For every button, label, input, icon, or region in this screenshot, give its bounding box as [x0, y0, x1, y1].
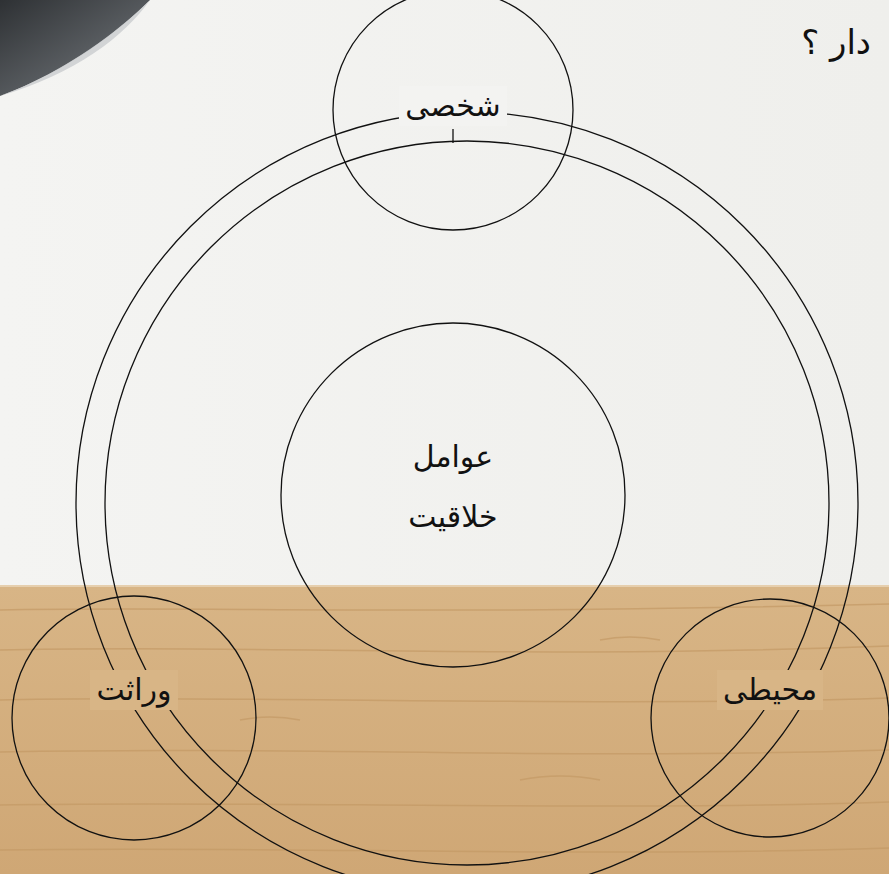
circle-label: عوامل خلاقیت — [372, 427, 534, 547]
wood-grain — [0, 604, 889, 852]
circle-outline — [11, 595, 257, 841]
circle-outline — [650, 598, 889, 838]
circle-label: وراثت — [90, 670, 177, 710]
heredity-circle: وراثت — [11, 595, 257, 841]
wood-table — [0, 586, 889, 874]
center-circle: عوامل خلاقیت — [280, 322, 626, 668]
circle-shape — [281, 323, 625, 667]
personal-circle: شخصی — [332, 0, 574, 231]
circle-shape — [333, 0, 573, 230]
circle-label: شخصی — [399, 86, 507, 126]
environment-circle: محیطی — [650, 598, 889, 838]
circle-shape — [651, 599, 889, 837]
lamp-shade — [0, 0, 150, 96]
circle-label: محیطی — [717, 670, 823, 710]
lamp-rim — [0, 0, 150, 96]
title-fragment: دار ؟ — [801, 22, 871, 62]
outer-ring — [76, 112, 858, 874]
inner-ring — [105, 141, 829, 865]
table-edge — [0, 585, 889, 587]
circle-shape — [12, 596, 256, 840]
circle-outline — [280, 322, 626, 668]
tick-line — [452, 129, 453, 143]
wall — [0, 0, 889, 586]
